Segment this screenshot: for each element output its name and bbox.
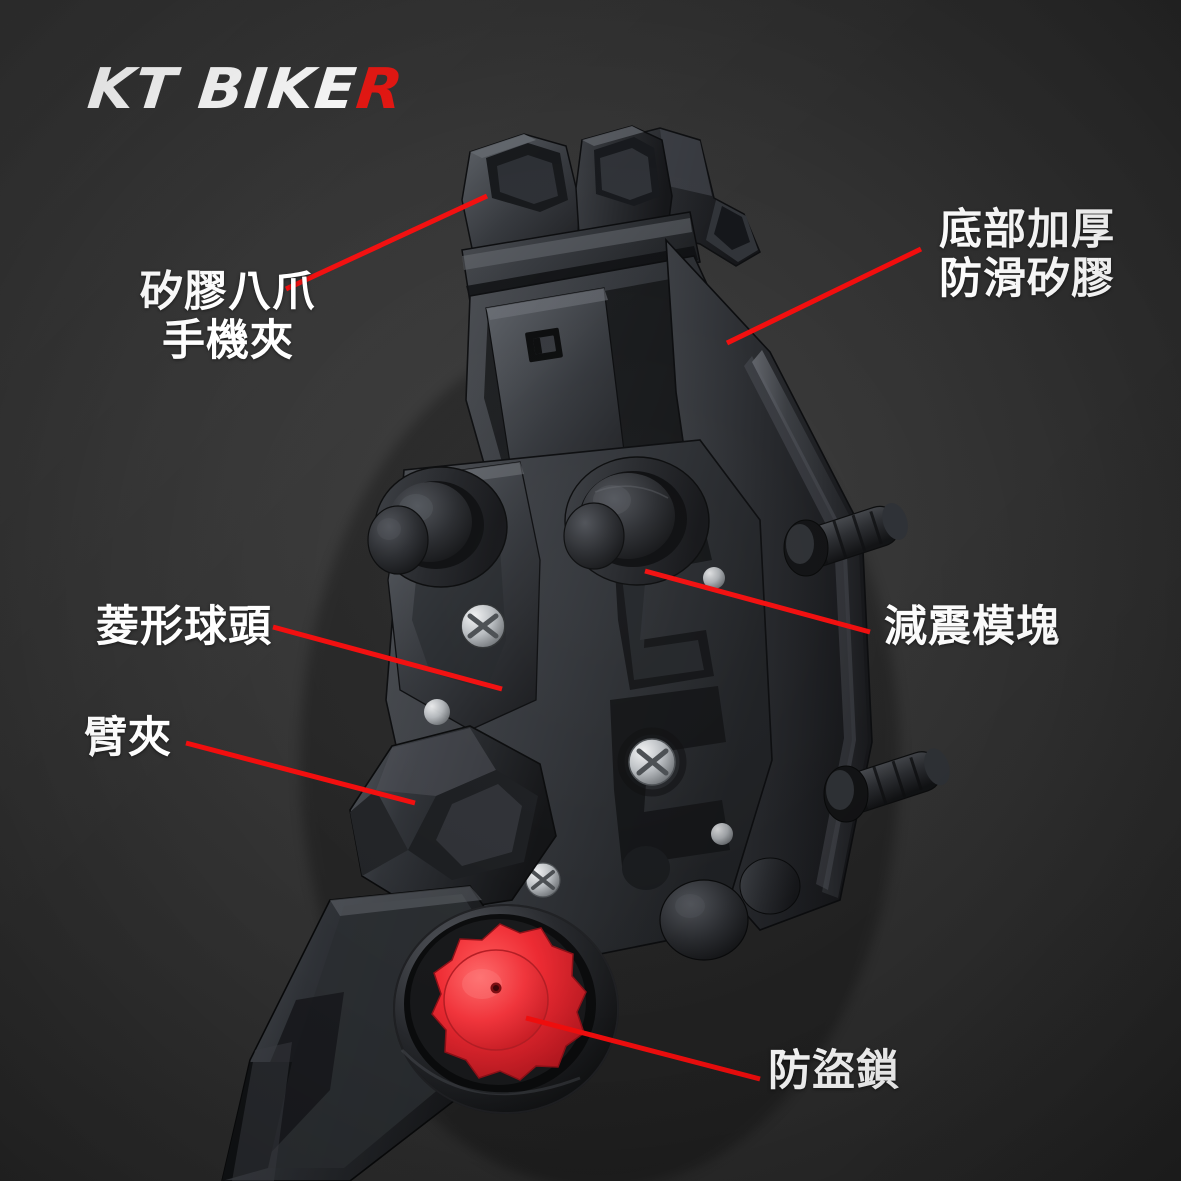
- callout-label-thick-antislip-silicone-base: 底部加厚 防滑矽膠: [939, 205, 1115, 305]
- brand-logo-white-text: KT BIKE: [84, 57, 360, 122]
- brand-logo: KT BIKER: [85, 57, 407, 122]
- callout-label-shock-absorbing-module: 減震模塊: [884, 602, 1060, 652]
- callout-label-arm-clamp: 臂夾: [84, 713, 172, 763]
- brand-logo-red-text: R: [353, 57, 407, 122]
- callout-label-anti-theft-lock: 防盜鎖: [768, 1046, 900, 1096]
- callout-label-diamond-ball-head: 菱形球頭: [96, 602, 272, 652]
- callout-label-silicone-claw-clamp: 矽膠八爪 手機夾: [140, 267, 316, 367]
